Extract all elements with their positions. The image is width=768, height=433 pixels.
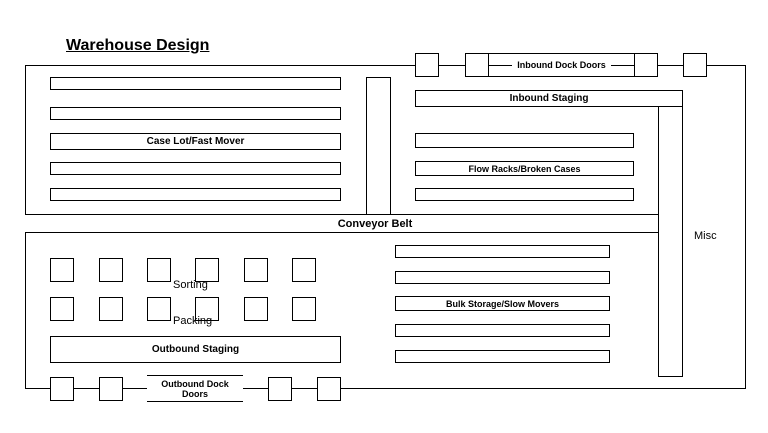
- inbound-staging: Inbound Staging: [415, 90, 683, 107]
- dock-connector: [439, 65, 465, 66]
- page-title: Warehouse Design: [66, 37, 210, 54]
- packing-station: [244, 297, 268, 321]
- rack-row: [50, 77, 341, 90]
- flow-rack-row: [415, 188, 634, 201]
- packing-station: [99, 297, 123, 321]
- sorting-station: [50, 258, 74, 282]
- sorting-station: [99, 258, 123, 282]
- inbound-dock-door-1: [415, 53, 439, 77]
- packing-station: [50, 297, 74, 321]
- sorting-station: [195, 258, 219, 282]
- sorting-station: [244, 258, 268, 282]
- dock-label-mask: [512, 54, 611, 76]
- dock-connector: [611, 65, 634, 66]
- inbound-dock-door-3: [634, 53, 658, 77]
- inbound-dock-door-2: [465, 53, 489, 77]
- sorting-label: Sorting: [173, 279, 208, 291]
- flow-racks-broken-cases: Flow Racks/Broken Cases: [415, 161, 634, 176]
- packing-station: [147, 297, 171, 321]
- dock-connector: [489, 65, 512, 66]
- flow-rack-row: [415, 133, 634, 148]
- packing-station: [195, 297, 219, 321]
- bulk-storage-slow-movers: Bulk Storage/Slow Movers: [395, 296, 610, 311]
- conveyor-spur: [366, 77, 391, 215]
- outbound-dock-doors-label: Outbound Dock Doors: [161, 378, 229, 399]
- outbound-dock-label-box: [147, 375, 243, 402]
- conveyor-belt-label: Conveyor Belt: [337, 218, 413, 230]
- packing-station: [292, 297, 316, 321]
- outbound-dock-door-2: [99, 377, 123, 401]
- inbound-dock-doors-text: Inbound Dock Doors: [517, 60, 606, 70]
- rack-row: [50, 107, 341, 120]
- outbound-dock-door-3: [268, 377, 292, 401]
- inbound-dock-door-4: [683, 53, 707, 77]
- rack-row: [50, 162, 341, 175]
- rack-row: [50, 188, 341, 201]
- sorting-station: [292, 258, 316, 282]
- outbound-dock-door-4: [317, 377, 341, 401]
- case-lot-fast-mover: Case Lot/Fast Mover: [50, 133, 341, 150]
- misc-column: [658, 106, 683, 377]
- bulk-rack-row: [395, 271, 610, 284]
- dock-connector: [658, 65, 683, 66]
- outbound-dock-door-1: [50, 377, 74, 401]
- misc-label: Misc: [694, 230, 717, 242]
- sorting-station: [147, 258, 171, 282]
- bulk-rack-row: [395, 350, 610, 363]
- packing-label: Packing: [173, 315, 213, 327]
- bulk-rack-row: [395, 245, 610, 258]
- bulk-rack-row: [395, 324, 610, 337]
- outbound-staging: Outbound Staging: [50, 336, 341, 363]
- conveyor-belt: [25, 214, 659, 233]
